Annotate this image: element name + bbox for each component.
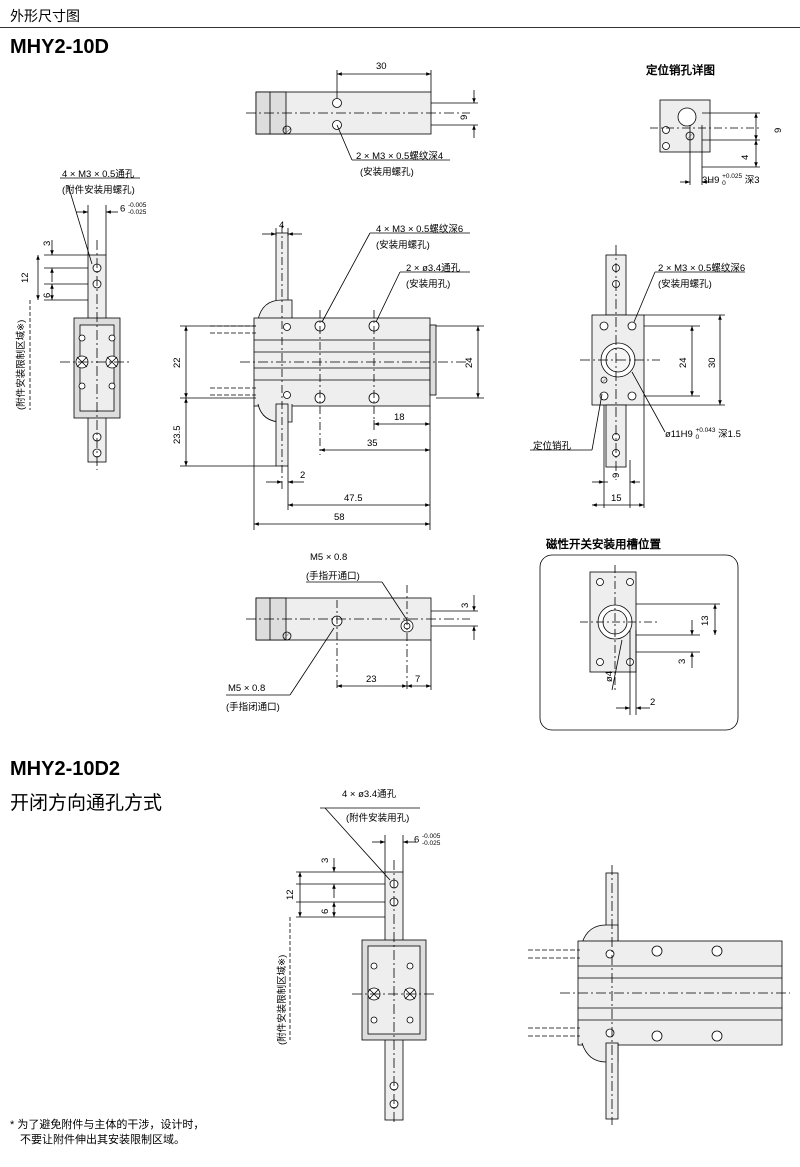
side-callout: 2 × M3 × 0.5螺纹深6 (658, 263, 746, 274)
bottom-callout-close-note: (手指闭通口) (226, 702, 280, 713)
footnote-line-1: * 为了避免附件与主体的干涉，设计时， (10, 1119, 205, 1131)
top-callout-note: (安装用螺孔) (360, 167, 414, 178)
pin-dim-9: 9 (773, 127, 784, 133)
front-dim-47-5: 47.5 (344, 493, 363, 504)
switch-dim-3: 3 (677, 658, 688, 664)
d2-tolerance: -0.005-0.025 (422, 833, 440, 847)
front-callout1: 4 × M3 × 0.5螺纹深6 (376, 224, 464, 235)
attachment-left-view (29, 177, 140, 470)
side-dim-24: 24 (678, 357, 689, 368)
switch-slot-panel (539, 554, 739, 731)
front-dim-2: 2 (300, 470, 306, 481)
attach-callout-note: (附件安装用螺孔) (62, 185, 135, 196)
side-callout-note: (安装用螺孔) (658, 279, 712, 290)
pin-tol-low: 0 (722, 180, 726, 188)
d2-dim-6-val: 6 (414, 834, 420, 846)
attach-dim-12: 12 (20, 272, 31, 283)
d2-front-view (528, 865, 790, 1125)
bottom-callout-open-note: (手指开通口) (306, 571, 360, 582)
pin-tol-up: +0.025 (722, 173, 743, 181)
bottom-dim-23: 23 (366, 674, 377, 685)
front-dim-22: 22 (172, 357, 183, 368)
dim-top-width: 30 (376, 61, 387, 72)
bottom-callout-open: M5 × 0.8 (310, 552, 348, 563)
front-dim-58: 58 (334, 512, 345, 523)
d2-attachment-view (289, 807, 436, 1125)
side-view (530, 245, 745, 508)
d2-callout: 4 × ø3.4通孔 (342, 789, 397, 800)
side-pin-label: 定位销孔 (533, 441, 572, 452)
attach-callout: 4 × M3 × 0.5通孔 (62, 169, 135, 180)
attach-dim-3: 3 (42, 240, 53, 246)
switch-dim-13: 13 (700, 615, 711, 626)
front-dim-35: 35 (367, 438, 378, 449)
model-title-mhy2-10d: MHY2-10D (10, 36, 109, 58)
side-dim-15: 15 (611, 493, 622, 504)
switch-dim-2: 2 (650, 697, 656, 708)
bottom-dim-7: 7 (415, 674, 421, 685)
side-bore-depth: 深1.5 (718, 429, 741, 440)
d2-tol-low: -0.025 (421, 840, 441, 847)
pin-detail-title: 定位销孔详图 (646, 65, 715, 77)
d2-dim-3: 3 (320, 857, 331, 863)
front-dim-24: 24 (464, 357, 475, 368)
front-view (180, 225, 484, 530)
d2-side-note: (附件安装限制区域※) (277, 954, 288, 1045)
front-callout2: 2 × ø3.4通孔 (406, 263, 461, 274)
attach-dim-6b: 6 (42, 292, 53, 298)
attach-side-note: (附件安装限制区域※) (16, 319, 27, 410)
bottom-view (226, 581, 478, 696)
attach-tol-up: -0.005 (127, 202, 147, 209)
attach-tolerance: -0.005-0.025 (128, 202, 146, 216)
pin-depth: 深3 (744, 175, 760, 186)
d2-dim-6: 6 -0.005-0.025 (414, 833, 440, 847)
bottom-dim-3: 3 (460, 602, 471, 608)
section-title: 外形尺寸图 (10, 8, 80, 24)
bottom-callout-close: M5 × 0.8 (228, 683, 266, 694)
side-dim-9: 9 (611, 472, 622, 478)
front-dim-23-5: 23.5 (172, 425, 183, 445)
model-title-mhy2-10d2: MHY2-10D2 (10, 758, 121, 780)
pin-3h9: 3H9 (702, 175, 720, 186)
d2-tol-up: -0.005 (421, 833, 441, 840)
dim-top-height: 9 (459, 114, 470, 120)
switch-dim-d4: ø4 (604, 670, 615, 682)
model-subtitle: 开闭方向通孔方式 (10, 793, 163, 814)
front-dim-18: 18 (394, 412, 405, 423)
top-view (246, 70, 478, 161)
pin-detail (650, 99, 760, 185)
front-callout1-note: (安装用螺孔) (376, 240, 430, 251)
d2-dim-12: 12 (285, 889, 296, 900)
top-callout: 2 × M3 × 0.5螺纹深4 (356, 151, 444, 162)
switch-slot-title: 磁性开关安装用槽位置 (546, 539, 661, 551)
front-dim-4: 4 (279, 220, 285, 231)
section-divider (0, 27, 800, 28)
pin-dim-4: 4 (740, 154, 751, 160)
side-tol-low: 0 (695, 434, 700, 442)
side-dim-30: 30 (707, 357, 718, 368)
attach-tol-low: -0.025 (127, 209, 147, 216)
footnote-line-2: 不要让附件伸出其安装限制区域。 (20, 1134, 185, 1146)
side-tol-up: +0.043 (695, 427, 716, 435)
front-callout2-note: (安装用孔) (406, 279, 451, 290)
side-bore-val: ø11H9 (665, 429, 693, 440)
d2-dim-6b: 6 (320, 908, 331, 914)
attach-dim-6: 6 -0.005-0.025 (120, 202, 146, 216)
attach-dim-6-val: 6 (120, 203, 126, 215)
d2-callout-note: (附件安装用孔) (346, 813, 410, 824)
